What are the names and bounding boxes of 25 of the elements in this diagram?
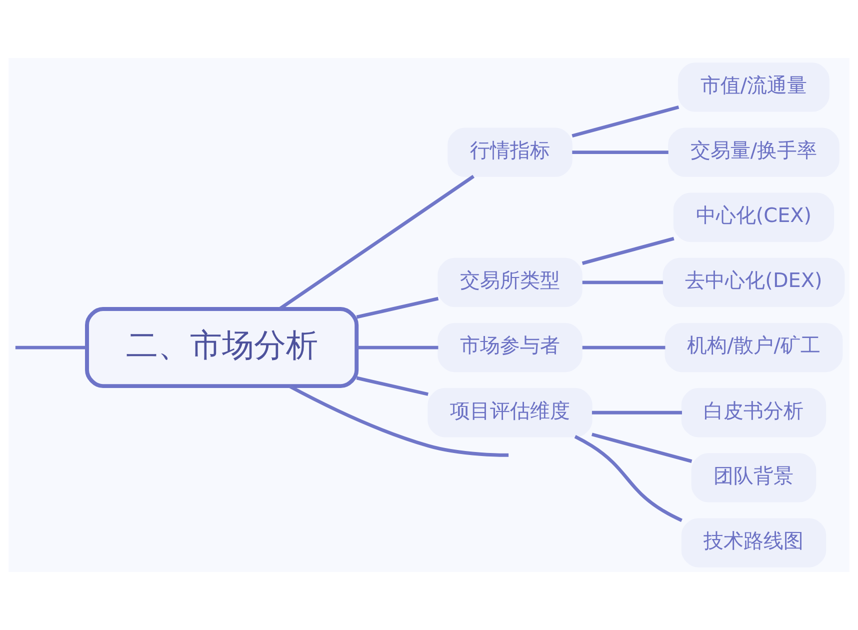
node-box: 去中心化(DEX) bbox=[662, 258, 845, 308]
node-box: 行情指标 bbox=[448, 128, 572, 177]
connector bbox=[356, 346, 438, 350]
node-box: 市场参与者 bbox=[438, 322, 582, 372]
node-box: 技术路线图 bbox=[681, 518, 826, 568]
node-box: 交易量/换手率 bbox=[668, 128, 840, 177]
connector bbox=[582, 280, 664, 284]
connector bbox=[592, 410, 682, 414]
connector bbox=[592, 432, 692, 463]
connector bbox=[356, 296, 439, 319]
connector bbox=[582, 346, 666, 350]
node-box: 中心化(CEX) bbox=[673, 192, 834, 242]
node-box: 市值/流通量 bbox=[678, 62, 830, 112]
connector bbox=[15, 346, 87, 350]
node-box: 项目评估维度 bbox=[428, 388, 592, 438]
connector bbox=[572, 105, 680, 138]
connector bbox=[574, 435, 682, 522]
connector bbox=[572, 150, 668, 154]
node-box: 交易所类型 bbox=[438, 258, 582, 308]
node-box: 白皮书分析 bbox=[681, 388, 826, 438]
node-box: 二、市场分析 bbox=[85, 307, 359, 388]
connector bbox=[582, 236, 674, 265]
node-box: 团队背景 bbox=[691, 453, 816, 502]
node-box: 机构/散户/矿工 bbox=[664, 322, 843, 372]
connector bbox=[356, 376, 428, 396]
